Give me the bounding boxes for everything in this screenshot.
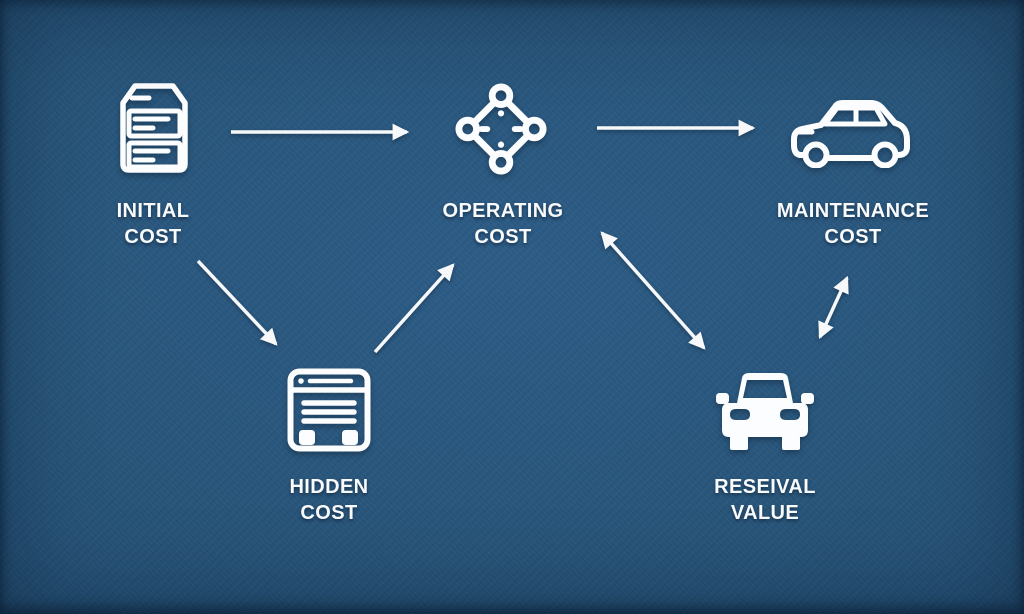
node-label-hidden-cost: HIDDEN COST <box>229 474 429 526</box>
label-line: MAINTENANCE <box>776 200 930 222</box>
label-line: VALUE <box>730 502 800 524</box>
label-line: RESEIVAL <box>714 476 816 498</box>
invoice-stack-icon <box>118 83 190 173</box>
label-line: OPERATING <box>442 200 564 222</box>
arrow-hidden-to-operating <box>373 263 455 354</box>
window-card-icon <box>287 368 371 452</box>
node-label-maintenance-cost: MAINTENANCE COST <box>743 198 963 250</box>
arrow-maintenance-reseival-two-way <box>818 275 849 340</box>
node-label-operating-cost: OPERATING COST <box>403 198 603 250</box>
label-line: COST <box>124 226 182 248</box>
label-line: COST <box>474 226 532 248</box>
network-diamond-icon <box>454 82 548 176</box>
arrow-initial-to-hidden <box>196 259 278 346</box>
label-line: COST <box>300 502 358 524</box>
car-side-icon <box>790 98 912 168</box>
car-front-icon <box>716 373 814 451</box>
label-line: HIDDEN <box>289 476 369 498</box>
label-line: INITIAL <box>116 200 190 222</box>
arrow-operating-reseival-two-way <box>600 231 706 350</box>
node-label-initial-cost: INITIAL COST <box>53 198 253 250</box>
label-line: COST <box>824 226 882 248</box>
node-label-reseival-value: RESEIVAL VALUE <box>665 474 865 526</box>
